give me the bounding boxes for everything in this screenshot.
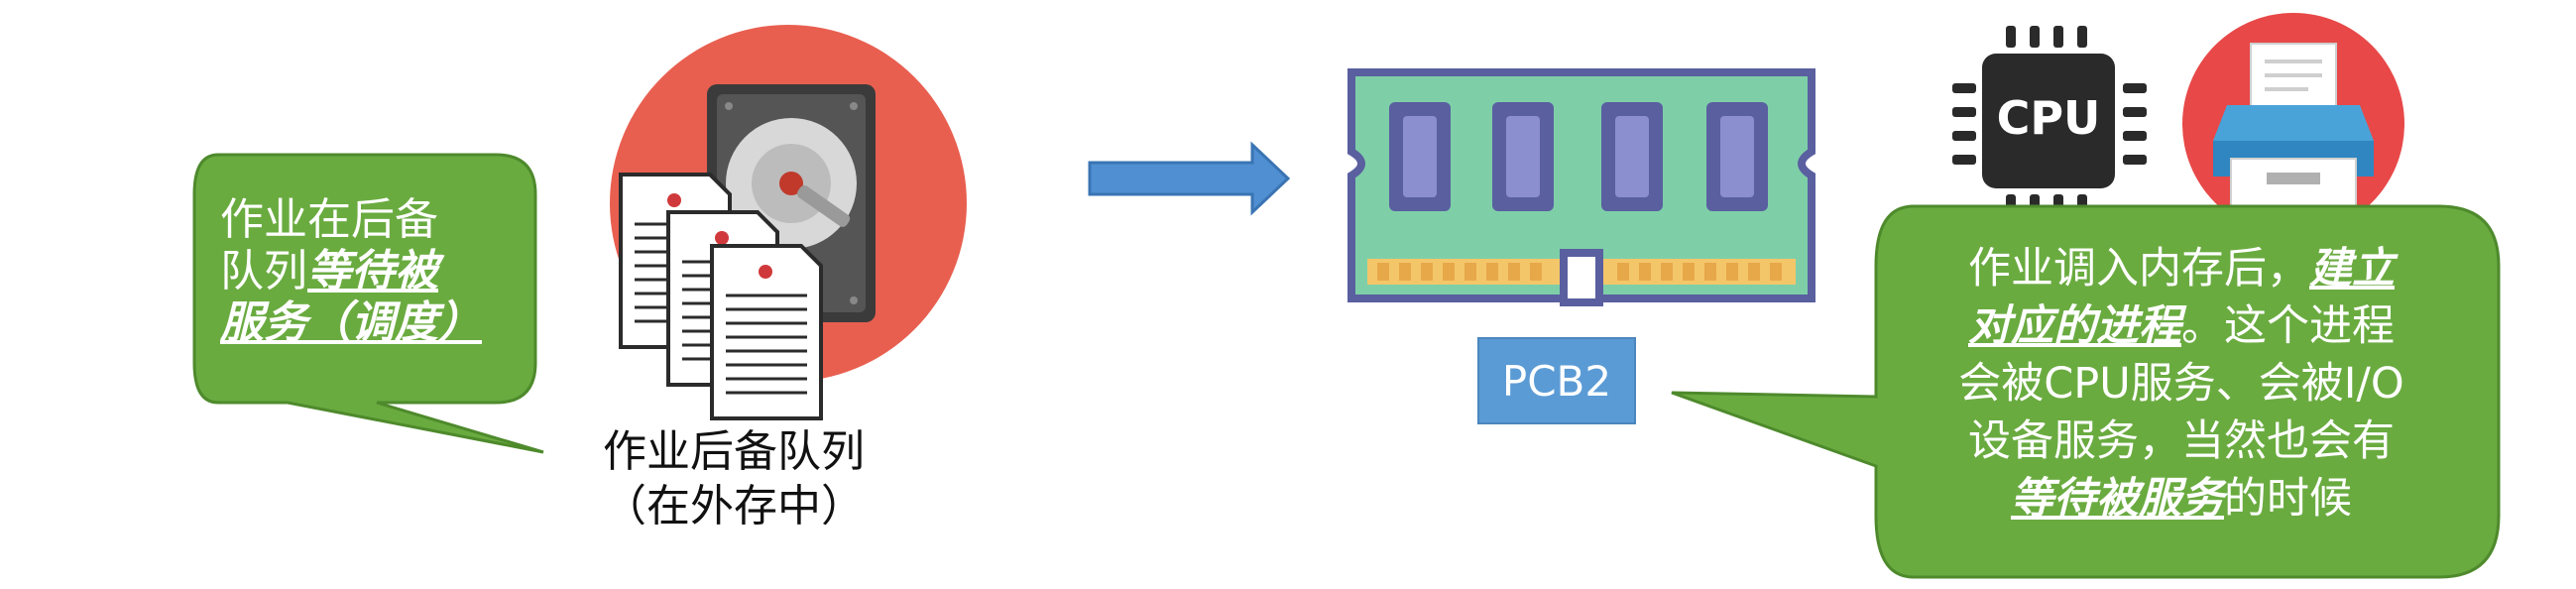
cpu-chip-icon [1952, 26, 2147, 216]
document-stack-icon [619, 173, 823, 420]
queue-caption-line2: （在外存中） [603, 481, 865, 531]
pcb-label: PCB2 [1501, 356, 1612, 406]
right-callout-bubble [1671, 204, 2501, 579]
right-callout-text: 作业调入内存后，建立 对应的进程。这个进程 会被CPU服务、会被I/O 设备服务… [1904, 240, 2459, 528]
memory-module-icon [1347, 68, 1815, 306]
left-callout-emphasis-2: 服务（调度） [220, 296, 482, 348]
right-callout-emphasis-1: 建立 [2309, 244, 2395, 294]
arrow-right-icon [1088, 141, 1291, 216]
right-callout-line4: 设备服务，当然也会有 [1968, 416, 2395, 467]
right-callout-line3: 会被CPU服务、会被I/O [1958, 359, 2404, 410]
right-callout-line5: 等待被服务的时候 [2011, 474, 2352, 525]
pcb-box: PCB2 [1477, 337, 1636, 424]
document-3 [710, 244, 823, 420]
left-callout-text: 作业在后备 队列等待被 服务（调度） [220, 194, 537, 349]
right-callout-line1: 作业调入内存后，建立 [1968, 244, 2395, 294]
left-callout-bubble [192, 153, 544, 454]
left-callout-emphasis-1: 等待被 [307, 245, 438, 296]
right-callout-emphasis-2: 对应的进程 [1968, 301, 2181, 352]
right-callout-emphasis-3: 等待被服务 [2011, 474, 2224, 525]
queue-caption-line1: 作业后备队列 [603, 426, 865, 477]
left-callout-line3: 服务（调度） [220, 297, 537, 349]
right-callout-line2: 对应的进程。这个进程 [1968, 301, 2395, 352]
left-callout-line2: 队列等待被 [220, 245, 438, 296]
queue-caption: 作业后备队列 （在外存中） [555, 424, 912, 533]
cpu-chip-label: CPU [1996, 91, 2101, 145]
left-callout-line1: 作业在后备 [220, 194, 438, 245]
